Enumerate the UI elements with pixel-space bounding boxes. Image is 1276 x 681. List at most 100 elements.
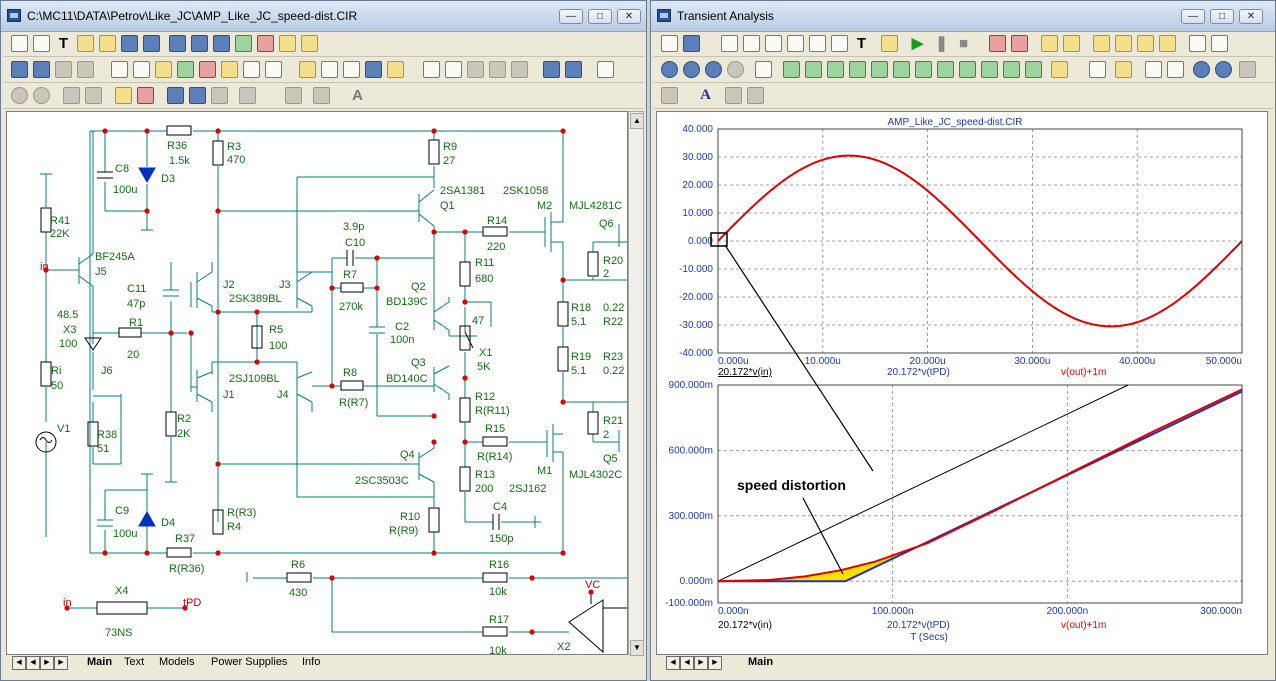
maximize-button[interactable]: □ — [588, 9, 612, 24]
numeric-icon[interactable] — [1115, 61, 1132, 78]
tile-icon[interactable] — [1063, 35, 1080, 52]
mirror-icon[interactable] — [489, 61, 506, 78]
brush-icon[interactable] — [99, 35, 116, 52]
schematic-window[interactable]: C:\MC11\DATA\Petrov\Like_JC\AMP_Like_JC_… — [0, 0, 647, 681]
flag-icon[interactable] — [169, 35, 186, 52]
run-icon[interactable]: ▶ — [911, 35, 924, 52]
zoom-in-icon[interactable] — [167, 87, 184, 104]
pin-icon[interactable] — [33, 61, 50, 78]
layout-icon[interactable] — [313, 87, 330, 104]
analysis-tab-main[interactable]: Main — [748, 656, 774, 668]
scroll-down-arrow-icon[interactable]: ▼ — [630, 640, 644, 656]
pages-icon[interactable] — [597, 61, 614, 78]
global-low-icon[interactable] — [959, 61, 976, 78]
table-icon[interactable] — [1089, 61, 1106, 78]
stop-icon[interactable] — [33, 87, 50, 104]
properties-icon[interactable] — [387, 61, 404, 78]
arrow-h-icon[interactable] — [1145, 61, 1162, 78]
peak-icon[interactable] — [827, 61, 844, 78]
graph-icon[interactable] — [831, 35, 848, 52]
info-icon[interactable] — [191, 35, 208, 52]
node-numbers-icon[interactable] — [55, 61, 72, 78]
node-voltages-icon[interactable] — [77, 61, 94, 78]
pause-icon[interactable]: ❚ — [935, 35, 948, 52]
valley-icon[interactable] — [849, 61, 866, 78]
node-icon[interactable] — [257, 35, 274, 52]
tab-info[interactable]: Info — [302, 656, 321, 668]
layout-3-icon[interactable] — [1137, 35, 1154, 52]
tab-models[interactable]: Models — [159, 656, 195, 668]
inflection-icon[interactable] — [915, 61, 932, 78]
analysis-zoom-in-icon[interactable] — [1193, 61, 1210, 78]
zoom-area-icon[interactable] — [211, 87, 228, 104]
tools-icon[interactable] — [239, 87, 256, 104]
cursor-icon[interactable] — [787, 35, 804, 52]
text-tool-icon[interactable]: T — [58, 35, 69, 52]
arrows-icon[interactable] — [133, 61, 150, 78]
scroll-up-arrow-icon[interactable]: ▲ — [630, 113, 644, 129]
lightning-icon[interactable] — [155, 61, 172, 78]
zoom-reset-icon[interactable] — [727, 61, 744, 78]
analysis-copy-icon[interactable] — [725, 87, 742, 104]
analysis-edit-icon[interactable] — [755, 61, 772, 78]
select-icon[interactable] — [11, 35, 28, 52]
paste-icon[interactable] — [85, 87, 102, 104]
layout-2-icon[interactable] — [1115, 35, 1132, 52]
analysis-close-button[interactable]: ✕ — [1239, 9, 1263, 24]
analysis-zoom-out-icon[interactable] — [1215, 61, 1232, 78]
warning-icon[interactable] — [221, 61, 238, 78]
layout-1-icon[interactable] — [1093, 35, 1110, 52]
analysis-window[interactable]: Transient Analysis — □ ✕ T ▶ ❚ ■ — [650, 0, 1276, 681]
zoom-fit-icon[interactable] — [365, 61, 382, 78]
analysis-maximize-button[interactable]: □ — [1210, 9, 1234, 24]
tab-text[interactable]: Text — [124, 656, 145, 668]
analysis-component-icon[interactable] — [683, 35, 700, 52]
capture-icon[interactable] — [285, 87, 302, 104]
component-icon[interactable] — [143, 35, 160, 52]
cursor-right-icon[interactable] — [805, 61, 822, 78]
zoom-out-icon[interactable] — [189, 87, 206, 104]
text-attr-icon[interactable] — [11, 61, 28, 78]
split-grid-icon[interactable] — [1211, 35, 1228, 52]
zoom-out-rect-icon[interactable] — [1011, 35, 1028, 52]
analysis-tab-next-icon[interactable]: ▶ — [694, 656, 708, 670]
scale-icon[interactable] — [721, 35, 738, 52]
close-button[interactable]: ✕ — [617, 9, 641, 24]
analysis-tab-last-icon[interactable]: ▶ — [708, 656, 722, 670]
tab-power-supplies[interactable]: Power Supplies — [211, 656, 288, 668]
zoom-out-circle-icon[interactable] — [683, 61, 700, 78]
box-icon[interactable] — [423, 61, 440, 78]
data-points-icon[interactable] — [743, 35, 760, 52]
analysis-font-icon[interactable]: A — [700, 87, 711, 103]
pencil-icon[interactable] — [77, 35, 94, 52]
schematic-canvas[interactable]: R36 1.5k C8 100u D3 R3 470 R9 27 2SA1381… — [6, 111, 628, 655]
slope-icon[interactable] — [1025, 61, 1042, 78]
font-icon[interactable]: A — [352, 87, 363, 104]
stop-sim-icon[interactable]: ■ — [958, 35, 969, 52]
cursor-left-icon[interactable] — [783, 61, 800, 78]
cross-icon[interactable] — [243, 61, 260, 78]
help-icon[interactable] — [213, 35, 230, 52]
tab-next-icon[interactable]: ▶ — [40, 656, 54, 670]
check-icon[interactable] — [111, 61, 128, 78]
split-h-icon[interactable] — [1189, 35, 1206, 52]
wire-icon[interactable] — [33, 35, 50, 52]
edit-icon[interactable] — [301, 35, 318, 52]
schematic-titlebar[interactable]: C:\MC11\DATA\Petrov\Like_JC\AMP_Like_JC_… — [1, 1, 646, 32]
tab-main[interactable]: Main — [87, 656, 113, 668]
analysis-tab-prev-icon[interactable]: ◀ — [680, 656, 694, 670]
flip-icon[interactable] — [511, 61, 528, 78]
analysis-minimize-button[interactable]: — — [1181, 9, 1205, 24]
analysis-text-icon[interactable]: T — [856, 35, 867, 52]
page-icon[interactable] — [299, 61, 316, 78]
analysis-tab-first-icon[interactable]: ◀ — [666, 656, 680, 670]
delete-page-icon[interactable] — [137, 87, 154, 104]
tab-first-icon[interactable]: ◀ — [12, 656, 26, 670]
analysis-select-icon[interactable] — [661, 35, 678, 52]
tokens-icon[interactable] — [765, 35, 782, 52]
tab-last-icon[interactable]: ▶ — [54, 656, 68, 670]
low-icon[interactable] — [893, 61, 910, 78]
global-high-icon[interactable] — [937, 61, 954, 78]
arrow-v-icon[interactable] — [1167, 61, 1184, 78]
